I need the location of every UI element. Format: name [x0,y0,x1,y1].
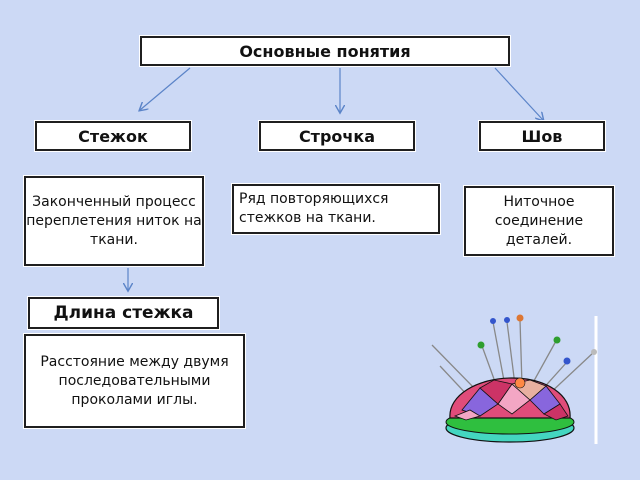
concept-shov-label: Шов [521,126,563,146]
definition-stezhok-box: Законченный процесс переплетения ниток н… [23,175,205,267]
concept-dlina-box: Длина стежка [27,296,220,330]
concept-stezhok-label: Стежок [78,126,148,146]
arrow-title-stezhok [140,67,191,110]
concept-shov-box: Шов [478,120,606,152]
definition-dlina-box: Расстояние между двумя последовательными… [23,333,246,429]
concept-strochka-box: Строчка [258,120,416,152]
concept-stezhok-box: Стежок [34,120,192,152]
main-title: Основные понятия [239,41,411,61]
concept-strochka-label: Строчка [298,126,376,146]
definition-dlina-text: Расстояние между двумя последовательными… [40,353,229,408]
pincushion-illustration [431,314,598,444]
arrow-title-shov [494,67,543,120]
definition-strochka-text: Ряд повторяющихся стежков на ткани. [239,191,389,226]
definition-shov-box: Ниточное соединение деталей. [463,185,615,257]
definition-strochka-box: Ряд повторяющихся стежков на ткани. [231,183,441,235]
definition-stezhok-text: Законченный процесс переплетения ниток н… [26,193,202,248]
definition-shov-text: Ниточное соединение деталей. [494,193,584,248]
main-title-box: Основные понятия [139,35,511,67]
concept-dlina-label: Длина стежка [53,303,194,323]
